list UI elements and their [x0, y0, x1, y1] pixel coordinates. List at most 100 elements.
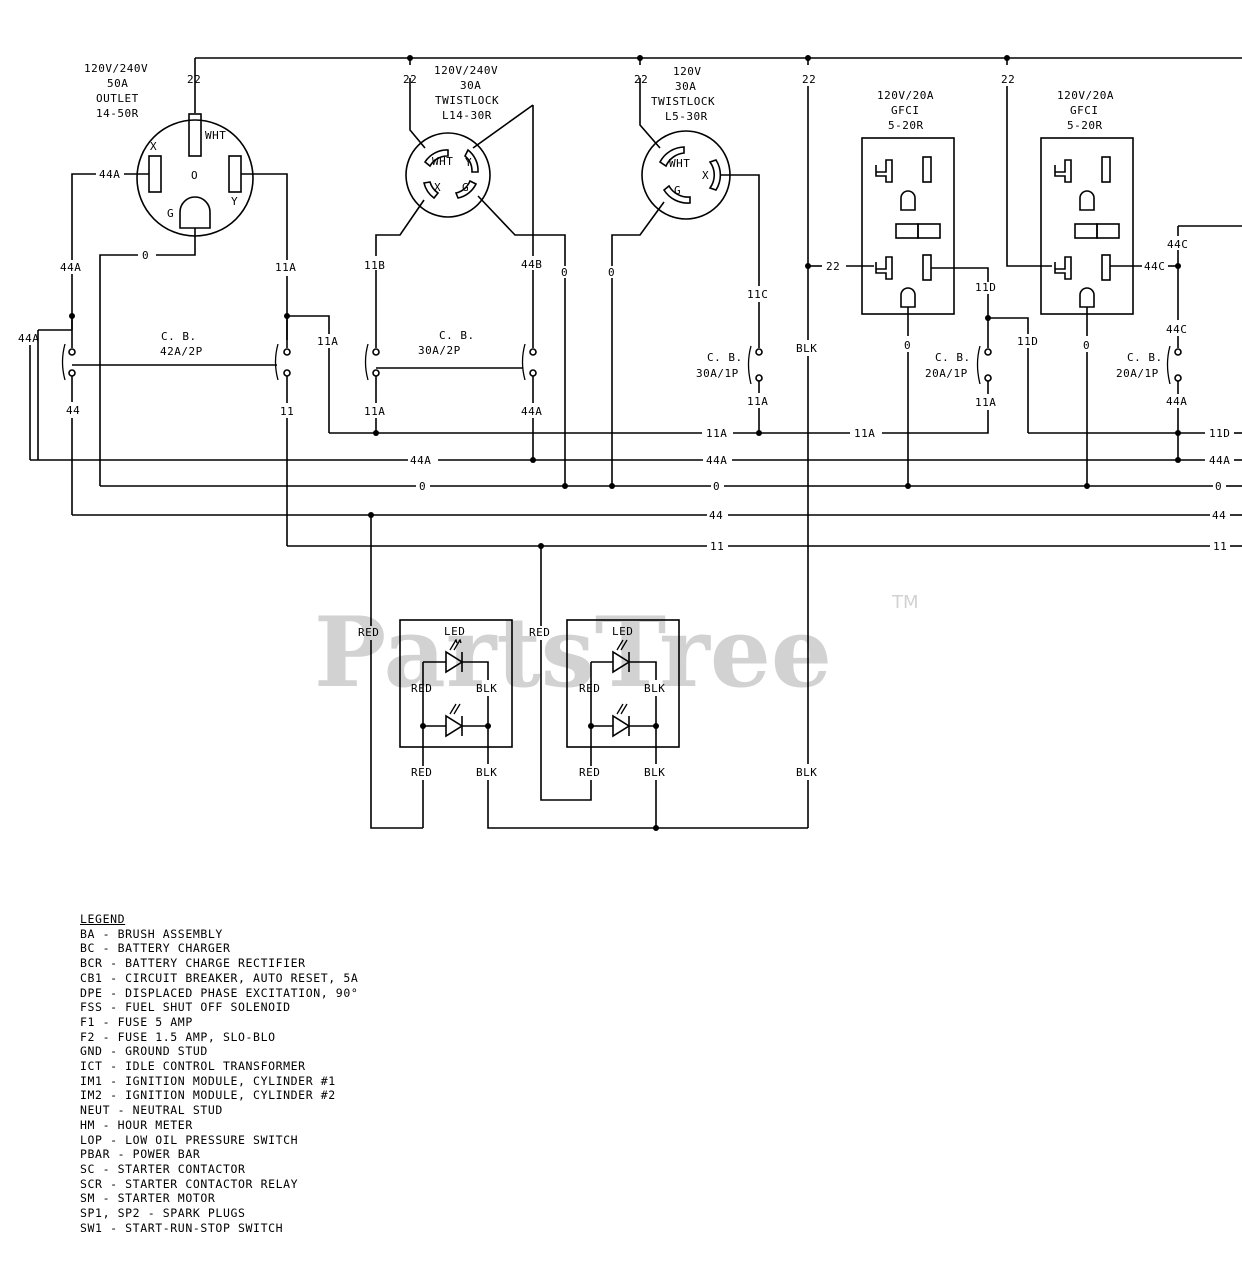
led2-blk-out: BLK — [644, 766, 665, 779]
wire-22-label: 22 — [826, 260, 840, 273]
legend-item: BC - BATTERY CHARGER — [80, 941, 231, 956]
wire-11a-label: 11A — [275, 261, 296, 274]
legend-item: HM - HOUR METER — [80, 1117, 193, 1132]
gfci1-model: 5-20R — [888, 119, 924, 132]
legend-item: FSS - FUEL SHUT OFF SOLENOID — [80, 1000, 291, 1015]
wire-11b-label: 11B — [364, 259, 385, 272]
cb1-label: C. B. — [161, 330, 197, 343]
cb3-rating: 30A/1P — [696, 367, 739, 380]
legend-item: SC - STARTER CONTACTOR — [80, 1161, 246, 1176]
cb1-rating: 42A/2P — [160, 345, 203, 358]
wire-0-label: 0 — [1215, 480, 1222, 493]
outlet2-g: G — [462, 181, 469, 194]
gfci1-rating: 120V/20A — [877, 89, 934, 102]
breaker-20a-1p-2 — [1166, 345, 1182, 460]
led2-red: RED — [579, 682, 600, 695]
legend-item: CB1 - CIRCUIT BREAKER, AUTO RESET, 5A — [80, 970, 359, 985]
gfci1-type: GFCI — [891, 104, 920, 117]
wire-11d-label: 11D — [1209, 427, 1230, 440]
cb5-label: C. B. — [1127, 351, 1163, 364]
outlet1-model: 14-50R — [96, 107, 139, 120]
gfci-outlet-2 — [1006, 86, 1242, 486]
legend-title: LEGEND — [80, 912, 126, 926]
wire-11a-label: 11A — [854, 427, 875, 440]
wire-11a-label: 11A — [364, 405, 385, 418]
outlet3-wht: WHT — [669, 157, 690, 170]
outlet2-wht: WHT — [432, 155, 453, 168]
cb2-label: C. B. — [439, 329, 475, 342]
outlet3-rating: 120V — [673, 65, 702, 78]
legend-item: IM1 - IGNITION MODULE, CYLINDER #1 — [80, 1073, 336, 1088]
outlet1-y: Y — [231, 195, 238, 208]
wire-11a-label: 11A — [975, 396, 996, 409]
legend-item: BA - BRUSH ASSEMBLY — [80, 926, 223, 941]
outlet2-amps: 30A — [460, 79, 481, 92]
outlet3-g: G — [674, 184, 681, 197]
legend-item: SM - STARTER MOTOR — [80, 1191, 216, 1206]
led1-red: RED — [411, 682, 432, 695]
outlet1-wire-22: 22 — [187, 73, 201, 86]
outlet3-type: TWISTLOCK — [651, 95, 715, 108]
wire-red-label: RED — [529, 626, 550, 639]
wire-blk-label: BLK — [796, 342, 817, 355]
wire-blk-label: BLK — [796, 766, 817, 779]
wire-11-label: 11 — [280, 405, 294, 418]
legend-item: BCR - BATTERY CHARGE RECTIFIER — [80, 956, 306, 971]
outlet3-model: L5-30R — [665, 110, 708, 123]
top-bus-22 — [194, 55, 1242, 113]
led2-label: LED — [612, 625, 633, 638]
legend-item: SP1, SP2 - SPARK PLUGS — [80, 1206, 246, 1221]
wire-0-label: 0 — [142, 249, 149, 262]
led1-blk-out: BLK — [476, 766, 497, 779]
wire-0-label: 0 — [713, 480, 720, 493]
legend: LEGEND BA - BRUSH ASSEMBLY BC - BATTERY … — [80, 912, 358, 1235]
cb4-label: C. B. — [935, 351, 971, 364]
wire-44a-label: 44A — [1166, 395, 1187, 408]
wire-44a-label: 44A — [521, 405, 542, 418]
wire-44a-label: 44A — [99, 168, 120, 181]
legend-item: DPE - DISPLACED PHASE EXCITATION, 90° — [80, 985, 359, 1000]
wire-44a-label: 44A — [60, 261, 81, 274]
gfci-outlet-1 — [861, 137, 989, 486]
outlet-l5-30r — [611, 78, 760, 486]
outlet1-type: OUTLET — [96, 92, 139, 105]
wire-44a-label: 44A — [410, 454, 431, 467]
wire-44-label: 44 — [66, 404, 80, 417]
outlet3-wire-22: 22 — [634, 73, 648, 86]
wire-red-label: RED — [358, 626, 379, 639]
outlet1-o: O — [191, 169, 198, 182]
outlet2-model: L14-30R — [442, 109, 492, 122]
legend-item: GND - GROUND STUD — [80, 1044, 208, 1059]
wire-11c-label: 11C — [747, 288, 768, 301]
wire-0-label: 0 — [561, 266, 568, 279]
gfci2-type: GFCI — [1070, 104, 1099, 117]
outlet2-x: X — [434, 181, 441, 194]
wire-11a-label: 11A — [706, 427, 727, 440]
wire-22-label: 22 — [802, 73, 816, 86]
wire-0-label: 0 — [608, 266, 615, 279]
legend-item: SCR - STARTER CONTACTOR RELAY — [80, 1176, 299, 1191]
breaker-30a-2p — [364, 343, 537, 460]
gfci2-rating: 120V/20A — [1057, 89, 1114, 102]
watermark-tm: TM — [891, 592, 919, 613]
outlet-14-50r — [71, 113, 288, 486]
led1-red-out: RED — [411, 766, 432, 779]
outlet1-amps: 50A — [107, 77, 128, 90]
wire-11d-label: 11D — [975, 281, 996, 294]
cb2-rating: 30A/2P — [418, 344, 461, 357]
cb5-rating: 20A/1P — [1116, 367, 1159, 380]
led-assembly-2 — [540, 546, 680, 831]
outlet-l14-30r — [375, 78, 566, 486]
wire-44b-label: 44B — [521, 258, 542, 271]
outlet2-type: TWISTLOCK — [435, 94, 499, 107]
cb4-rating: 20A/1P — [925, 367, 968, 380]
led2-red-out: RED — [579, 766, 600, 779]
outlet1-x: X — [150, 140, 157, 153]
outlet3-amps: 30A — [675, 80, 696, 93]
legend-item: IM2 - IGNITION MODULE, CYLINDER #2 — [80, 1088, 336, 1103]
watermark: PartsTree — [314, 596, 832, 709]
wire-11a-label: 11A — [747, 395, 768, 408]
gfci2-model: 5-20R — [1067, 119, 1103, 132]
wire-44-label: 44 — [709, 509, 723, 522]
breaker-30a-1p — [747, 345, 763, 433]
